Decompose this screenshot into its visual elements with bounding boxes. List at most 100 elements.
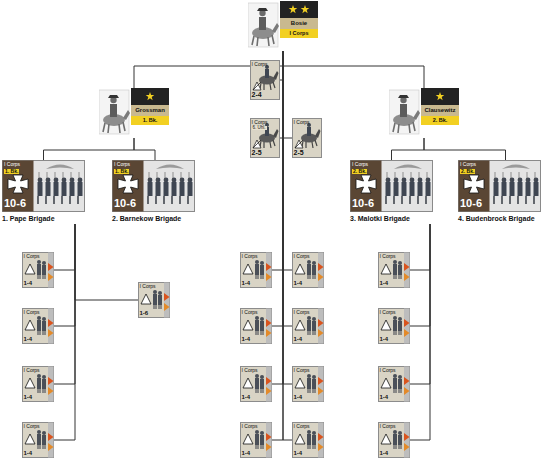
unit-text: I Corps bbox=[140, 284, 156, 289]
unit-text: I Corps bbox=[242, 254, 258, 259]
unit-text: I Corps bbox=[114, 162, 130, 167]
unit-text: 1-4 bbox=[242, 450, 251, 456]
unit-text: 10-6 bbox=[352, 198, 374, 209]
unit-text: 10-6 bbox=[460, 198, 482, 209]
unit-counter: I Corps 1-6 bbox=[138, 282, 170, 318]
command-line bbox=[283, 51, 292, 326]
command-line bbox=[283, 51, 292, 384]
command-line bbox=[283, 51, 292, 138]
unit-text: 1. Bk. bbox=[4, 169, 19, 174]
unit-text: 1-6 bbox=[140, 310, 149, 316]
unit-text: 1-4 bbox=[24, 280, 33, 286]
cavalry-counter: I Corps 2-4 bbox=[250, 60, 280, 100]
command-line bbox=[44, 138, 135, 160]
unit-text: 1-4 bbox=[294, 450, 303, 456]
unit-text: 1-4 bbox=[24, 336, 33, 342]
unit-text: I Corps bbox=[294, 368, 310, 373]
unit-text: 1-4 bbox=[294, 336, 303, 342]
unit-text: 1-4 bbox=[294, 394, 303, 400]
unit-text: 1. Bk. bbox=[131, 118, 169, 124]
unit-text: I Corps bbox=[280, 31, 318, 37]
command-line bbox=[410, 224, 430, 270]
commander-flag-art bbox=[389, 88, 459, 138]
unit-text: 1-4 bbox=[24, 450, 33, 456]
command-line bbox=[410, 224, 430, 326]
unit-text: 6. Uhl. bbox=[252, 126, 267, 131]
unit-text: 2-4 bbox=[252, 91, 262, 98]
unit-text: 2. Barnekow Brigade bbox=[112, 215, 181, 222]
unit-counter: I Corps 1-4 bbox=[292, 366, 324, 402]
command-line bbox=[410, 224, 430, 384]
unit-text: 3. Malotki Brigade bbox=[350, 215, 410, 222]
unit-counter: I Corps 1-4 bbox=[240, 308, 272, 344]
cavalry-counter: I Corps 2-5 bbox=[292, 118, 322, 158]
unit-counter: I Corps 1-4 bbox=[240, 366, 272, 402]
unit-counter: I Corps 1-4 bbox=[292, 252, 324, 288]
unit-counter: I Corps 1-4 bbox=[292, 422, 324, 458]
command-line bbox=[54, 224, 75, 326]
unit-counter: I Corps 1-4 bbox=[240, 422, 272, 458]
command-line bbox=[283, 51, 424, 88]
unit-text: 1-4 bbox=[294, 280, 303, 286]
commander-flag-art bbox=[99, 88, 169, 138]
unit-text: I Corps bbox=[24, 254, 40, 259]
unit-text: 1. Pape Brigade bbox=[2, 215, 55, 222]
unit-text: 1-4 bbox=[242, 336, 251, 342]
unit-text: I Corps bbox=[242, 368, 258, 373]
unit-counter: I Corps 1-4 bbox=[22, 422, 54, 458]
unit-counter: I Corps1-4 bbox=[240, 252, 272, 288]
brigade-counter: I Corps 1. Bk. 10-6 1. Pape Brigade bbox=[2, 160, 85, 224]
unit-text: I Corps bbox=[252, 120, 268, 125]
command-line bbox=[283, 51, 292, 270]
unit-text: 1-4 bbox=[380, 336, 389, 342]
unit-text: I Corps bbox=[242, 424, 258, 429]
unit-text: I Corps bbox=[380, 368, 396, 373]
unit-text: I Corps bbox=[242, 310, 258, 315]
unit-text: I Corps bbox=[294, 254, 310, 259]
command-line bbox=[54, 224, 75, 384]
unit-text: Grossman bbox=[131, 107, 169, 113]
brigade-counter: I Corps 2. Bk. 10-6 3. Malotki Brigade bbox=[350, 160, 433, 224]
unit-counter: I Corps 1-4 bbox=[22, 252, 54, 288]
cavalry-counter: I Corps6. Uhl. 2-5 bbox=[250, 118, 280, 158]
commander-flag-art bbox=[248, 1, 318, 51]
unit-counter: I Corps1-4 bbox=[378, 252, 410, 288]
command-line bbox=[54, 224, 75, 440]
unit-text: 1-4 bbox=[24, 394, 33, 400]
command-line bbox=[272, 51, 283, 440]
unit-text: 10-6 bbox=[114, 198, 136, 209]
unit-text: 1-4 bbox=[380, 394, 389, 400]
unit-text: 2. Bk. bbox=[352, 169, 367, 174]
unit-text: 2-5 bbox=[252, 149, 262, 156]
unit-text: I Corps bbox=[24, 424, 40, 429]
unit-counter: I Corps 1-4 bbox=[378, 422, 410, 458]
brigade-counter: I Corps1. Bk.10-62. Barnekow Brigade bbox=[112, 160, 198, 224]
unit-text: I Corps bbox=[294, 310, 310, 315]
unit-text: I Corps bbox=[24, 310, 40, 315]
unit-text: I Corps bbox=[294, 120, 310, 125]
unit-text: 4. Budenbrock Brigade bbox=[458, 215, 535, 222]
unit-counter: I Corps1-4 bbox=[378, 308, 410, 344]
unit-text: I Corps bbox=[352, 162, 368, 167]
unit-text: Bosie bbox=[280, 20, 318, 26]
unit-text: 1-4 bbox=[380, 450, 389, 456]
unit-counter: I Corps 1-4 bbox=[292, 308, 324, 344]
unit-text: I Corps bbox=[380, 254, 396, 259]
unit-counter: I Corps1-4 bbox=[22, 366, 54, 402]
commander-flag: Clausewitz2. Bk. bbox=[389, 88, 459, 138]
commander-flag: Grossman 1. Bk. bbox=[99, 88, 169, 138]
unit-text: I Corps bbox=[4, 162, 20, 167]
unit-text: I Corps bbox=[380, 424, 396, 429]
command-line bbox=[272, 51, 283, 384]
unit-text: 2. Bk. bbox=[460, 169, 475, 174]
command-line bbox=[424, 138, 506, 160]
unit-text: 1-4 bbox=[242, 394, 251, 400]
unit-text: 2. Bk. bbox=[421, 118, 459, 124]
command-line bbox=[75, 224, 138, 300]
unit-counter: I Corps 1-4 bbox=[378, 366, 410, 402]
unit-text: 10-6 bbox=[4, 198, 26, 209]
unit-text: I Corps bbox=[294, 424, 310, 429]
unit-text: I Corps bbox=[252, 62, 268, 67]
unit-text: 2-5 bbox=[294, 149, 304, 156]
